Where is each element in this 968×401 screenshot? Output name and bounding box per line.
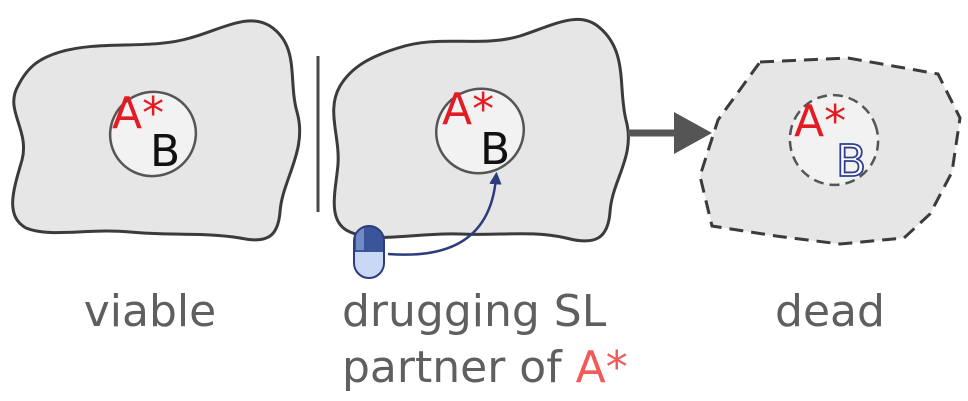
drugging-label-line2: partner of A* — [342, 342, 628, 393]
drugging-label-line2-prefix: partner of — [342, 342, 576, 393]
panel-dead: A* B dead — [698, 56, 962, 337]
dead-label: dead — [775, 286, 885, 337]
panel-drugging: A* B drugging SL partner of A* — [332, 18, 630, 393]
drugging-gene-a-mutant: A* — [442, 84, 494, 135]
dead-gene-b-inactivated: B — [836, 136, 866, 187]
panel-viable: A* B viable — [11, 19, 302, 337]
right-arrow-icon — [628, 112, 712, 154]
drug-target-arrow — [387, 171, 502, 256]
pill-icon — [353, 225, 385, 279]
viable-nucleus — [108, 90, 198, 178]
drugging-gene-b: B — [480, 124, 510, 175]
dead-nucleus — [788, 93, 880, 187]
drugging-label-line1: drugging SL — [342, 286, 607, 337]
viable-label: viable — [84, 286, 216, 337]
dead-gene-a-mutant: A* — [794, 96, 846, 147]
viable-gene-a-mutant: A* — [112, 88, 164, 139]
drugging-label-line2-accent: A* — [576, 342, 628, 393]
viable-gene-b: B — [150, 126, 180, 177]
drugging-nucleus — [434, 87, 526, 175]
